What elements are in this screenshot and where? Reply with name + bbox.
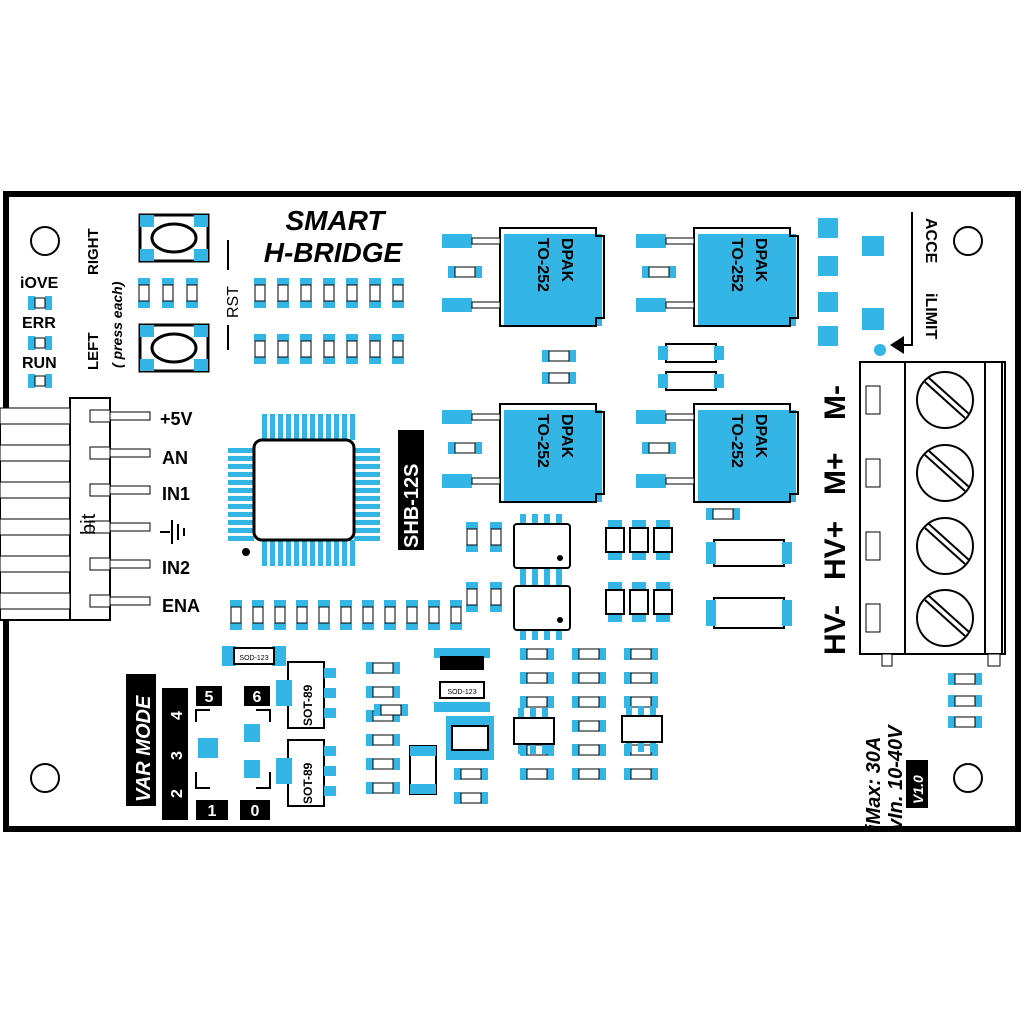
led-label-err: ERR <box>22 315 56 332</box>
regulator-1 <box>276 661 336 729</box>
var-mode-background <box>126 674 156 806</box>
mosfet-4: DPAK TO-252 <box>636 403 799 503</box>
mosfet-2: DPAK TO-252 <box>636 227 799 327</box>
svg-text:TO-252: TO-252 <box>728 414 745 468</box>
ground-symbol-icon <box>160 520 185 544</box>
regulator-2-label: SOT-89 <box>301 762 315 804</box>
var-mode-num-3: 3 <box>169 751 186 760</box>
svg-text:DPAK: DPAK <box>752 414 769 459</box>
led-iove <box>28 296 52 310</box>
pin-label-ena: ENA <box>162 596 200 616</box>
led-label-run: RUN <box>22 355 57 372</box>
mosfet-3: DPAK TO-252 <box>442 403 605 503</box>
diode-2: SOD-123 <box>434 648 490 712</box>
button-right[interactable] <box>138 213 210 263</box>
svg-text:TO-252: TO-252 <box>728 238 745 292</box>
var-mode-num-4: 4 <box>169 711 186 720</box>
pin-label-5v: +5V <box>160 409 193 429</box>
model-label-background <box>398 430 424 550</box>
model-label: SHB-12S <box>401 464 423 548</box>
led-err <box>28 336 52 350</box>
terminal-label-m-minus: M- <box>819 385 852 420</box>
diode-1: SOD-123 <box>222 646 286 666</box>
resistors-bottom-right <box>948 673 982 728</box>
press-note: ( press each) <box>109 281 125 368</box>
reset-label: RST <box>225 286 242 318</box>
mounting-hole-top-left <box>30 226 60 256</box>
var-mode-num-6: 6 <box>253 689 262 706</box>
var-mode-num-1: 1 <box>208 803 217 820</box>
board-title-line2: H-BRIDGE <box>264 237 404 268</box>
var-mode-label: VAR MODE <box>133 695 155 802</box>
microcontroller-chip <box>228 414 380 566</box>
led-label-iove: iOVE <box>20 275 59 292</box>
terminal-label-m-plus: M+ <box>819 452 852 495</box>
button-left-label: LEFT <box>85 333 102 371</box>
pot-indicator-arrow-icon <box>890 336 904 354</box>
misc-components <box>230 343 792 804</box>
mosfet-1: DPAK TO-252 <box>442 227 605 327</box>
pin-label-an: AN <box>162 448 188 468</box>
var-mode-num-2: 2 <box>169 789 186 798</box>
connector-label: bit <box>78 513 100 535</box>
led-run <box>28 374 52 388</box>
spec-imax: iMax: 30A <box>863 737 885 830</box>
pot-indicator-line <box>902 212 913 346</box>
var-mode-num-5: 5 <box>205 689 214 706</box>
pin-label-in2: IN2 <box>162 558 190 578</box>
diode-2-label: SOD-123 <box>447 689 476 696</box>
svg-text:DPAK: DPAK <box>558 414 575 459</box>
version-badge <box>906 760 928 808</box>
spec-vin: vIn. 10-40V <box>885 724 907 830</box>
pot-label-ilimit: iLIMIT <box>922 293 939 339</box>
svg-text:TO-252: TO-252 <box>534 238 551 292</box>
terminal-label-hv-plus: HV+ <box>819 521 852 580</box>
diode-1-label: SOD-123 <box>239 655 268 662</box>
regulator-2 <box>276 739 336 807</box>
svg-text:DPAK: DPAK <box>558 238 575 283</box>
svg-text:TO-252: TO-252 <box>534 414 551 468</box>
mounting-hole-top-right <box>953 226 983 256</box>
resistor-array-bottom <box>254 334 404 364</box>
pin-label-in1: IN1 <box>162 484 190 504</box>
board-title-line1: SMART <box>285 205 387 236</box>
terminal-label-hv-minus: HV- <box>819 605 852 655</box>
regulator-1-label: SOT-89 <box>301 684 315 726</box>
button-left[interactable] <box>138 323 210 373</box>
pot-pads[interactable] <box>818 218 886 356</box>
power-terminal-block[interactable] <box>859 361 1006 667</box>
pot-label-acce: ACCE <box>922 218 939 264</box>
svg-text:DPAK: DPAK <box>752 238 769 283</box>
resistors-button-area <box>138 278 198 308</box>
button-right-label: RIGHT <box>85 228 102 275</box>
mounting-hole-bottom-left <box>30 763 60 793</box>
var-mode-num-0: 0 <box>251 803 260 820</box>
version-label: V1.0 <box>910 775 926 804</box>
mounting-hole-bottom-right <box>953 763 983 793</box>
signal-connector[interactable] <box>0 397 151 621</box>
var-mode-selector[interactable]: 4 3 2 5 6 1 0 <box>162 686 271 820</box>
resistor-array-top <box>254 278 404 308</box>
